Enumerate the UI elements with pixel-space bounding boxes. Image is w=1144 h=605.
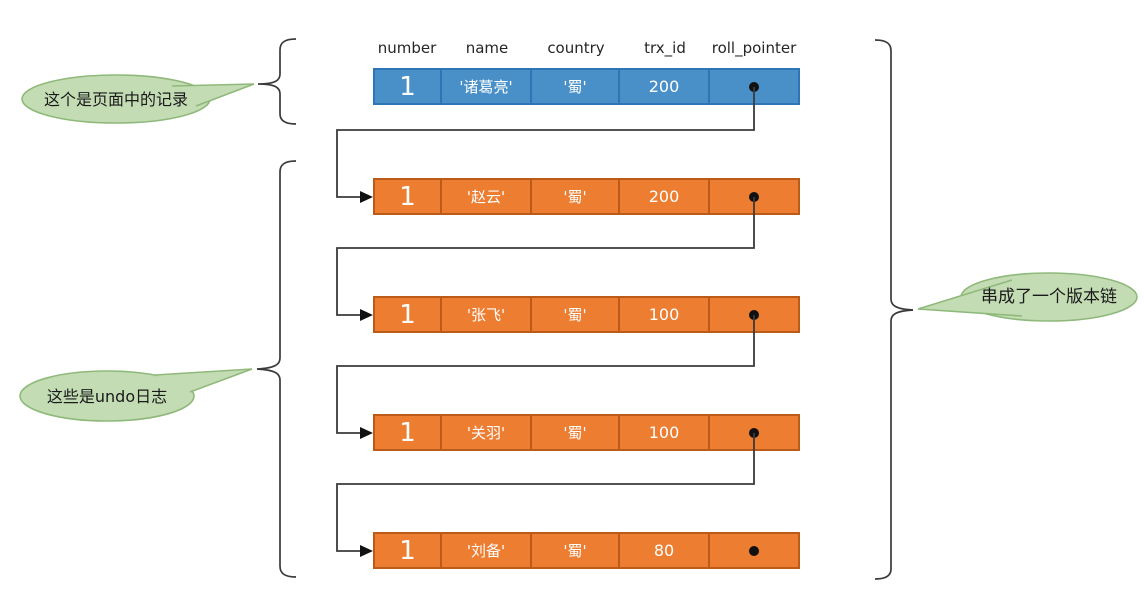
cell-number: 1 [375, 70, 442, 103]
cell-country: '蜀' [532, 534, 620, 567]
column-header-roll-pointer: roll_pointer [711, 39, 797, 57]
cell-name: '诸葛亮' [442, 70, 532, 103]
arrowhead-icon [360, 427, 373, 439]
cell-trx-id: 200 [620, 180, 710, 213]
cell-country: '蜀' [532, 416, 620, 449]
cell-trx-id: 100 [620, 416, 710, 449]
undo-log-row-3: 1 '关羽' '蜀' 100 [373, 414, 800, 451]
cell-trx-id: 80 [620, 534, 710, 567]
cell-number: 1 [375, 534, 442, 567]
callout-undo-logs-label: 这些是undo日志 [46, 387, 168, 406]
column-header-name: name [465, 39, 509, 57]
undo-log-row-4: 1 '刘备' '蜀' 80 [373, 532, 800, 569]
cell-roll-pointer [710, 416, 798, 449]
arrowhead-icon [360, 191, 373, 203]
callout-page-record-label: 这个是页面中的记录 [43, 90, 188, 109]
cell-roll-pointer [710, 70, 798, 103]
cell-name: '刘备' [442, 534, 532, 567]
cell-roll-pointer [710, 180, 798, 213]
arrowhead-icon [360, 545, 373, 557]
cell-number: 1 [375, 416, 442, 449]
cell-trx-id: 100 [620, 298, 710, 331]
column-header-number: number [377, 39, 437, 57]
cell-name: '张飞' [442, 298, 532, 331]
column-header-country: country [547, 39, 605, 57]
cell-country: '蜀' [532, 180, 620, 213]
cell-number: 1 [375, 298, 442, 331]
cell-name: '关羽' [442, 416, 532, 449]
undo-log-row-2: 1 '张飞' '蜀' 100 [373, 296, 800, 333]
left-brace-page-record-icon [257, 38, 297, 125]
cell-country: '蜀' [532, 70, 620, 103]
cell-trx-id: 200 [620, 70, 710, 103]
left-brace-undo-logs-icon [256, 160, 297, 578]
cell-country: '蜀' [532, 298, 620, 331]
callout-version-chain-label: 串成了一个版本链 [981, 287, 1117, 307]
column-header-trx-id: trx_id [644, 39, 686, 57]
page-record-row: 1 '诸葛亮' '蜀' 200 [373, 68, 800, 105]
cell-name: '赵云' [442, 180, 532, 213]
undo-log-row-1: 1 '赵云' '蜀' 200 [373, 178, 800, 215]
right-brace-version-chain-icon [874, 39, 914, 580]
cell-roll-pointer [710, 534, 798, 567]
cell-number: 1 [375, 180, 442, 213]
cell-roll-pointer [710, 298, 798, 331]
arrowhead-icon [360, 309, 373, 321]
